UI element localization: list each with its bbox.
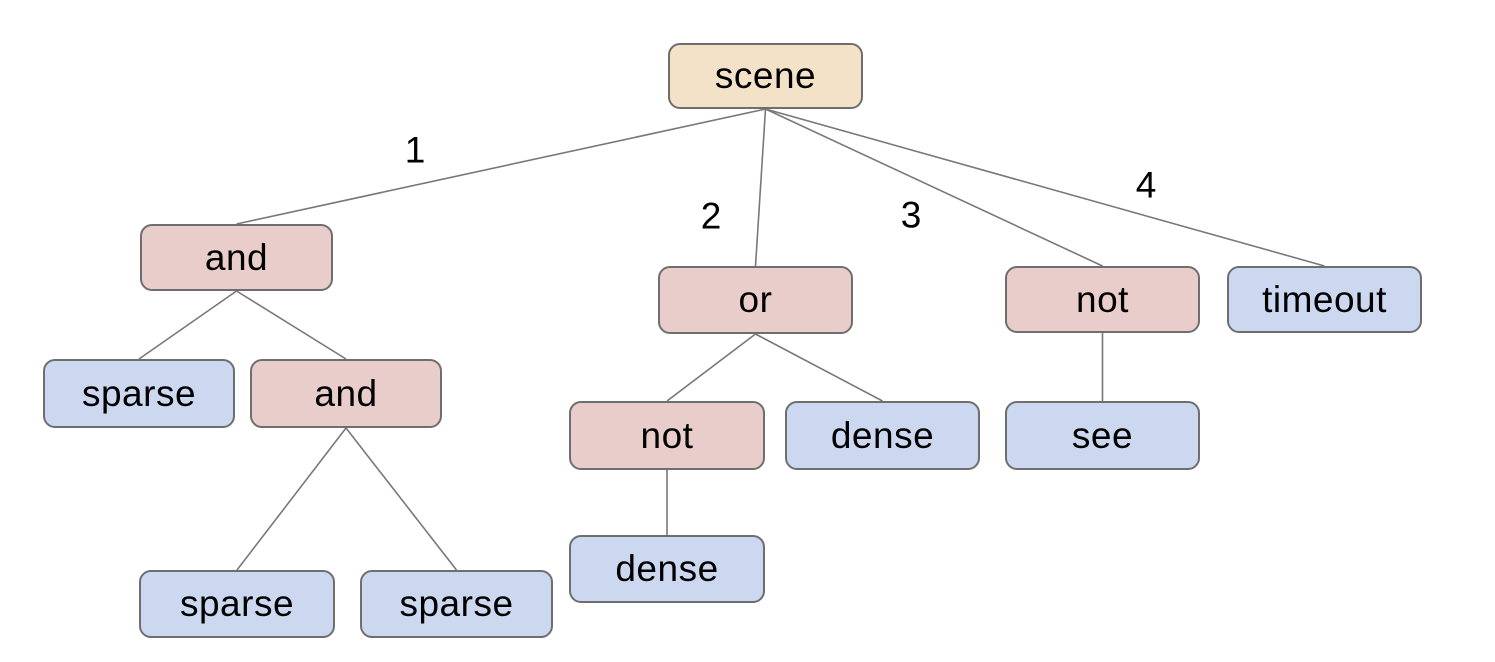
edge-scene-timeout1 <box>765 108 1325 267</box>
node-and2: and <box>250 359 442 428</box>
edge-label-3: 3 <box>900 194 922 236</box>
node-and1: and <box>140 224 333 291</box>
edge-label-2: 2 <box>700 195 722 237</box>
node-sparse2: sparse <box>139 570 335 638</box>
node-dense2: dense <box>569 535 765 603</box>
node-sparse3: sparse <box>360 570 553 638</box>
edge-scene-or1 <box>754 108 767 267</box>
edge-and1-and2 <box>236 290 347 360</box>
edge-and2-sparse3 <box>345 427 458 571</box>
node-or1: or <box>658 266 853 334</box>
node-not2: not <box>569 401 765 470</box>
node-dense1: dense <box>785 401 980 470</box>
edge-label-4: 4 <box>1135 164 1157 206</box>
edge-and2-sparse2 <box>236 427 347 571</box>
edge-or1-dense1 <box>755 333 883 402</box>
node-timeout1: timeout <box>1227 266 1422 333</box>
edge-label-1: 1 <box>404 129 426 171</box>
edge-scene-not1 <box>765 108 1103 267</box>
node-sparse1: sparse <box>43 359 235 428</box>
node-scene: scene <box>668 43 863 109</box>
edge-or1-not2 <box>666 333 756 402</box>
node-see1: see <box>1005 401 1200 470</box>
node-not1: not <box>1005 266 1200 333</box>
edge-scene-and1 <box>236 108 766 225</box>
edge-and1-sparse1 <box>138 290 237 360</box>
